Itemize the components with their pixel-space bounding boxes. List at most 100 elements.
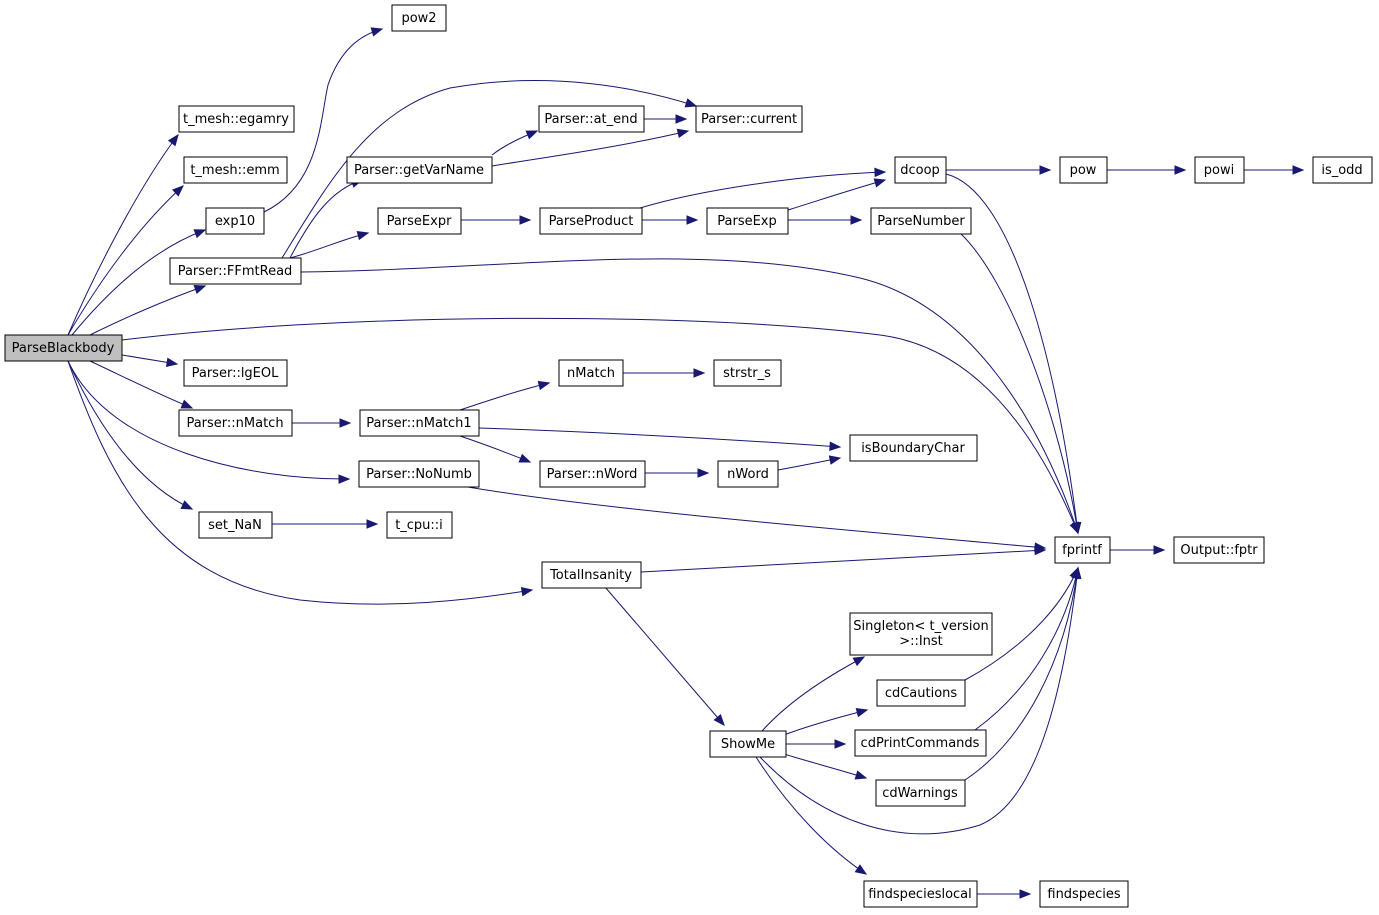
node-findspecieslocal[interactable]: findspecieslocal: [863, 880, 978, 908]
node-parser-lgeol[interactable]: Parser::lgEOL: [183, 359, 288, 387]
node-parser-getvarname[interactable]: Parser::getVarName: [346, 156, 493, 184]
edge-parseblackbody-fprintf: [121, 317, 1079, 534]
node-nmatch[interactable]: nMatch: [558, 359, 624, 387]
arrowhead: [525, 130, 539, 140]
call-edges: [67, 28, 1303, 895]
svg-text:>::Inst: >::Inst: [899, 634, 943, 649]
svg-text:fprintf: fprintf: [1062, 543, 1102, 558]
svg-text:dcoop: dcoop: [900, 163, 940, 178]
arrowhead: [172, 185, 184, 197]
edge-showme-cdwarnings: [783, 753, 867, 779]
node-parser-current[interactable]: Parser::current: [695, 105, 803, 133]
node-parseexpr[interactable]: ParseExpr: [377, 207, 462, 235]
arrowhead: [167, 133, 179, 147]
node-cdprintcommands[interactable]: cdPrintCommands: [854, 729, 987, 757]
node-parser-nmatch1[interactable]: Parser::nMatch1: [359, 409, 480, 437]
svg-text:ParseExp: ParseExp: [717, 214, 777, 229]
edge-ffmtread-current: [281, 80, 697, 259]
svg-text:ParseProduct: ParseProduct: [549, 214, 634, 229]
node-output-fptr[interactable]: Output::fptr: [1173, 536, 1265, 564]
arrowhead: [850, 215, 863, 225]
node-parseexp[interactable]: ParseExp: [706, 207, 789, 235]
arrowhead: [165, 357, 179, 367]
node-cdcautions[interactable]: cdCautions: [876, 679, 966, 707]
node-powi[interactable]: powi: [1194, 156, 1245, 184]
arrowhead: [829, 441, 842, 451]
node-parseproduct[interactable]: ParseProduct: [539, 207, 643, 235]
node-parser-nword[interactable]: Parser::nWord: [539, 460, 646, 488]
arrowhead: [693, 368, 706, 378]
node-pow2[interactable]: pow2: [391, 4, 447, 32]
svg-text:cdWarnings: cdWarnings: [882, 786, 958, 801]
node-t-mesh-egamry[interactable]: t_mesh::egamry: [178, 105, 295, 133]
node-nword[interactable]: nWord: [717, 460, 779, 488]
edge-parseexp-dcoop: [787, 179, 886, 211]
node-totalinsanity[interactable]: TotalInsanity: [541, 561, 642, 589]
edge-parseblackbody-nonumb: [67, 360, 350, 480]
arrowhead: [686, 215, 699, 225]
arrowhead: [1071, 521, 1082, 535]
edge-showme-singleton: [761, 656, 865, 732]
svg-text:ShowMe: ShowMe: [721, 737, 775, 752]
arrowhead: [684, 98, 698, 108]
arrowhead: [852, 656, 866, 667]
arrowhead: [1292, 165, 1305, 175]
node-showme[interactable]: ShowMe: [709, 730, 787, 758]
node-pow[interactable]: pow: [1059, 156, 1108, 184]
arrowhead: [828, 455, 842, 465]
node-exp10[interactable]: exp10: [205, 207, 265, 235]
edge-ffmtread-fprintf: [300, 258, 1079, 534]
node-parsenumber[interactable]: ParseNumber: [870, 207, 972, 235]
call-graph-nodes: ParseBlackbody t_mesh::egamry t_mesh::em…: [4, 4, 1373, 908]
node-isboundarychar[interactable]: isBoundaryChar: [849, 434, 978, 462]
svg-text:Parser::getVarName: Parser::getVarName: [354, 163, 484, 178]
arrowhead: [854, 770, 868, 780]
edge-cdcautions-fprintf: [964, 567, 1079, 681]
arrowhead: [854, 864, 868, 875]
svg-text:TotalInsanity: TotalInsanity: [549, 568, 632, 583]
edge-parseblackbody-exp10: [71, 229, 206, 336]
arrowhead: [338, 474, 351, 484]
node-parser-nonumb[interactable]: Parser::NoNumb: [358, 460, 480, 488]
svg-text:Parser::nMatch: Parser::nMatch: [186, 416, 283, 431]
svg-text:cdPrintCommands: cdPrintCommands: [861, 736, 980, 751]
svg-text:pow: pow: [1070, 163, 1097, 178]
edge-parseblackbody-totalinsanity: [67, 360, 533, 605]
edge-dcoop-fprintf: [945, 173, 1079, 534]
node-findspecies[interactable]: findspecies: [1039, 880, 1129, 908]
node-parser-ffmtread[interactable]: Parser::FFmtRead: [169, 257, 302, 285]
svg-text:t_mesh::emm: t_mesh::emm: [190, 163, 279, 178]
node-strstr-s[interactable]: strstr_s: [713, 359, 782, 387]
edge-parseblackbody-nmatch: [89, 360, 193, 409]
svg-text:Parser::FFmtRead: Parser::FFmtRead: [178, 264, 293, 279]
svg-text:t_cpu::i: t_cpu::i: [395, 518, 443, 533]
node-cdwarnings[interactable]: cdWarnings: [875, 779, 966, 807]
svg-text:Parser::lgEOL: Parser::lgEOL: [192, 366, 280, 381]
node-parser-nmatch[interactable]: Parser::nMatch: [178, 409, 293, 437]
arrowhead: [370, 27, 384, 37]
svg-text:Singleton< t_version: Singleton< t_version: [853, 619, 989, 634]
node-dcoop[interactable]: dcoop: [894, 156, 947, 184]
arrowhead: [855, 708, 869, 718]
svg-text:Parser::at_end: Parser::at_end: [544, 112, 637, 127]
node-parser-at-end[interactable]: Parser::at_end: [538, 105, 645, 133]
arrowhead: [193, 229, 207, 239]
edge-nmatch1-isboundarychar: [478, 427, 841, 448]
edge-showme-findspecieslocal: [755, 756, 867, 875]
arrowhead: [1039, 165, 1052, 175]
edge-parseblackbody-setnan: [67, 360, 193, 510]
svg-text:ParseExpr: ParseExpr: [387, 214, 452, 229]
node-t-mesh-emm[interactable]: t_mesh::emm: [183, 156, 288, 184]
node-t-cpu-i[interactable]: t_cpu::i: [386, 511, 453, 539]
arrowhead: [537, 380, 551, 391]
node-parseblackbody[interactable]: ParseBlackbody: [4, 334, 123, 362]
svg-text:powi: powi: [1204, 163, 1234, 178]
node-fprintf[interactable]: fprintf: [1054, 536, 1111, 564]
node-singleton-t-version-inst[interactable]: Singleton< t_version >::Inst: [849, 612, 993, 656]
arrowhead: [834, 739, 847, 749]
node-is-odd[interactable]: is_odd: [1312, 156, 1373, 184]
edge-cdwarnings-fprintf: [964, 567, 1079, 781]
svg-text:is_odd: is_odd: [1321, 163, 1362, 178]
node-set-nan[interactable]: set_NaN: [198, 511, 273, 539]
svg-text:exp10: exp10: [215, 214, 255, 229]
